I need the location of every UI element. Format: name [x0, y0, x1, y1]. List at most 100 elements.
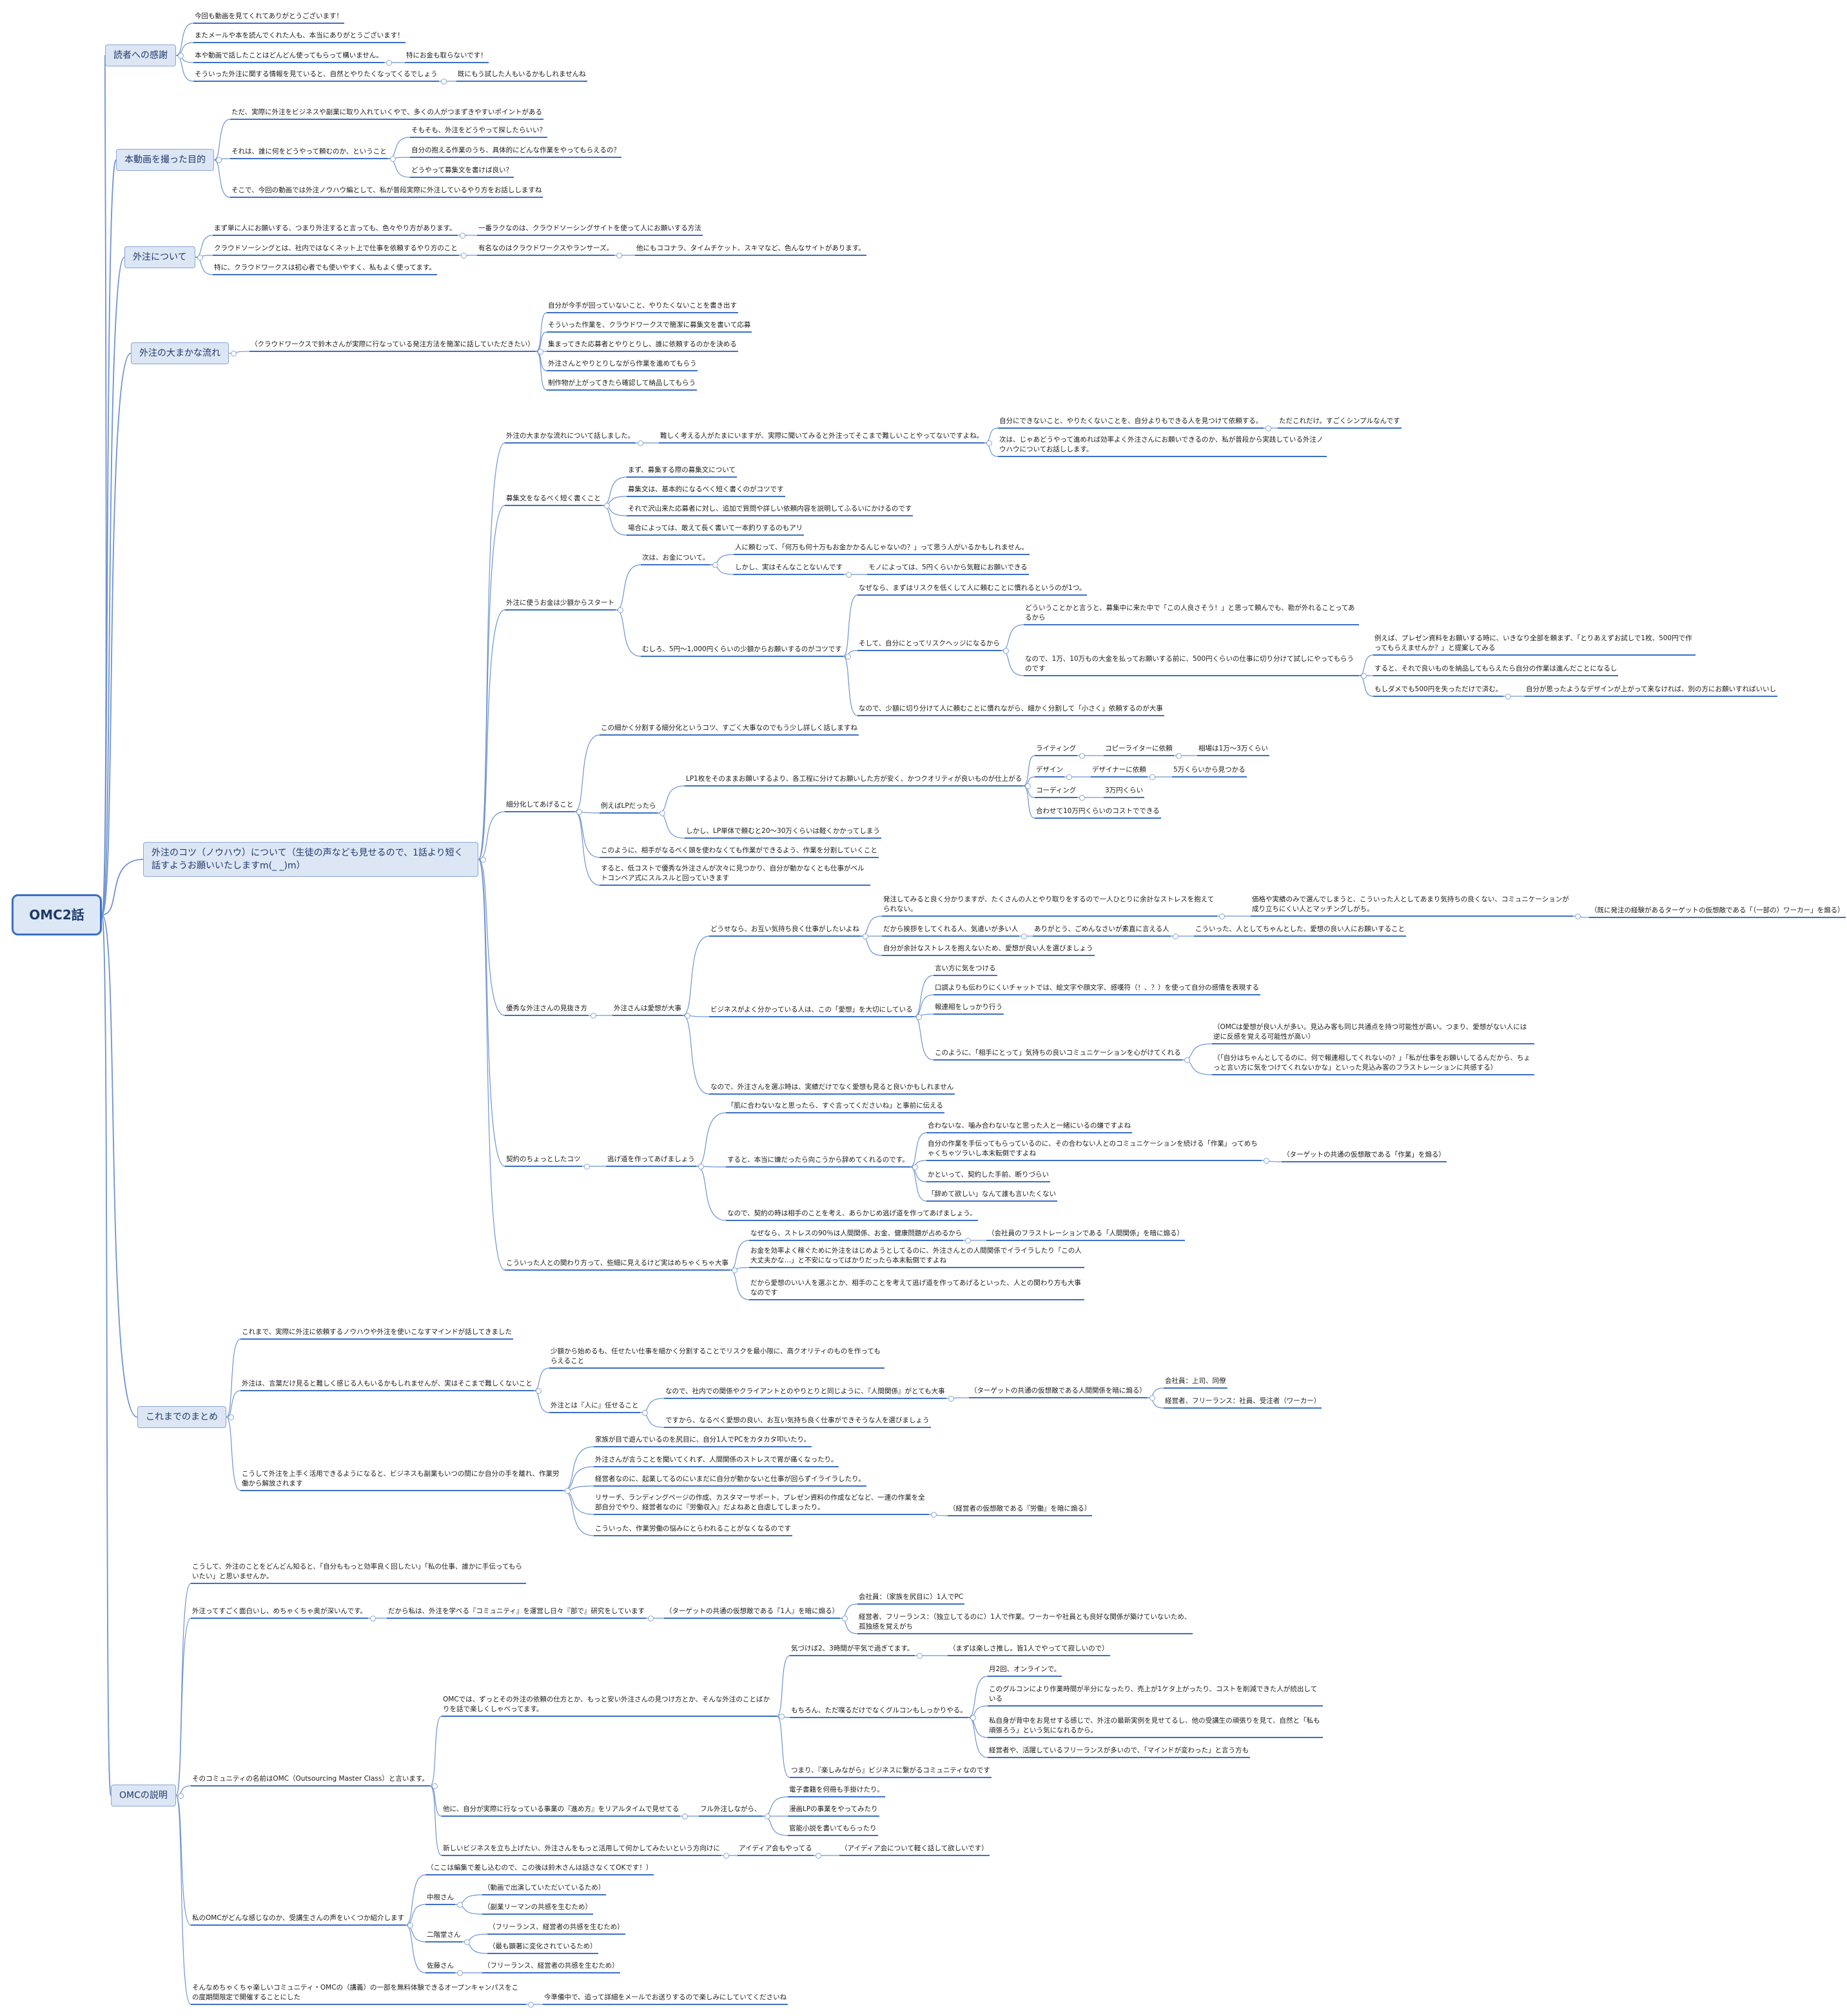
subtopic-node[interactable]: 二階堂さん	[425, 1930, 462, 1943]
topic-node[interactable]: 外注について	[124, 246, 195, 268]
subtopic-node[interactable]: ありがとう、ごめんなさいが素直に言える人	[1033, 925, 1171, 937]
subtopic-node[interactable]: このグルコンにより作業時間が半分になったり、売上が1ケタ上がったり、コストを削減…	[988, 1685, 1323, 1707]
subtopic-node[interactable]: 他に、自分が実際に行なっている事業の『進め方』をリアルタイムで見せてる	[442, 1805, 681, 1817]
subtopic-node[interactable]: こういった人との関わり方って、些細に見えるけど実はめちゃくちゃ大事	[505, 1258, 730, 1271]
collapse-toggle-icon[interactable]	[986, 440, 992, 446]
collapse-toggle-icon[interactable]	[464, 1939, 470, 1945]
subtopic-node[interactable]: 契約のちょっとしたコツ	[505, 1155, 582, 1167]
subtopic-node[interactable]: （OMCは愛想が良い人が多い。見込み客も同じ共通点を持つ可能性が高い。つまり、愛…	[1212, 1023, 1534, 1044]
subtopic-node[interactable]: 気づけば2、3時間が平気で過ぎてます。	[790, 1644, 915, 1656]
collapse-toggle-icon[interactable]	[457, 1902, 463, 1908]
subtopic-node[interactable]: どうせなら、お互い気持ち良く仕事がしたいよね	[709, 925, 861, 937]
collapse-toggle-icon[interactable]	[1173, 934, 1178, 939]
collapse-toggle-icon[interactable]	[931, 1512, 937, 1518]
topic-node[interactable]: OMCの説明	[111, 1785, 176, 1806]
subtopic-node[interactable]: なので、外注さんを選ぶ時は、実績だけでなく愛想も見ると良いかもしれません	[709, 1082, 955, 1095]
collapse-toggle-icon[interactable]	[576, 809, 582, 815]
subtopic-node[interactable]: 募集文をなるべく短く書くこと	[505, 494, 602, 506]
collapse-toggle-icon[interactable]	[390, 156, 396, 162]
collapse-toggle-icon[interactable]	[407, 1923, 413, 1928]
collapse-toggle-icon[interactable]	[916, 1014, 922, 1020]
subtopic-node[interactable]: 自分が思ったようなデザインが上がって来なければ、別の方にお願いすればいいし	[1525, 685, 1777, 697]
collapse-toggle-icon[interactable]	[1505, 694, 1511, 700]
subtopic-node[interactable]: 難しく考える人がたまにいますが、実際に聞いてみると外注ってそこまで難しいことやっ…	[659, 431, 985, 444]
collapse-toggle-icon[interactable]	[480, 857, 486, 863]
collapse-toggle-icon[interactable]	[1264, 1158, 1269, 1164]
subtopic-node[interactable]: 制作物が上がってきたら確認して納品してもらう	[547, 378, 698, 391]
subtopic-node[interactable]: むしろ、5円〜1,000円くらいの少額からお願いするのがコツです	[641, 645, 843, 657]
subtopic-node[interactable]: ビジネスがよく分かっている人は、この「愛想」を大切にしている	[709, 1005, 914, 1017]
collapse-toggle-icon[interactable]	[1066, 774, 1072, 780]
subtopic-node[interactable]: もしダメでも500円を失っただけで済む。	[1373, 685, 1504, 697]
subtopic-node[interactable]: 次は、じゃあどうやって進めれば効率よく外注さんにお願いできるのか、私が普段から実…	[998, 435, 1327, 457]
subtopic-node[interactable]: しかし、実はそんなことないんです	[734, 563, 845, 575]
collapse-toggle-icon[interactable]	[638, 440, 643, 446]
subtopic-node[interactable]: 自分が今手が回っていないこと、やりたくないことを書き出す	[547, 301, 739, 313]
collapse-toggle-icon[interactable]	[460, 233, 465, 239]
subtopic-node[interactable]: しかし、LP単体で頼むと20〜30万くらいは軽くかかってしまう	[685, 827, 881, 839]
subtopic-node[interactable]: そこで、今回の動画では外注ノウハウ編として、私が普段実際に外注しているやり方をお…	[230, 186, 543, 198]
subtopic-node[interactable]: どういうことかと言うと、募集中に来た中で「この人良さそう！」と思って頼んでも、勘…	[1024, 603, 1359, 625]
subtopic-node[interactable]: （最も顕著に変化されているため）	[487, 1942, 598, 1954]
subtopic-node[interactable]: リサーチ、ランディングページの作成、カスタマーサポート、プレゼン資料の作成などな…	[594, 1493, 929, 1515]
collapse-toggle-icon[interactable]	[642, 1410, 648, 1416]
subtopic-node[interactable]: ライティング	[1035, 744, 1078, 756]
collapse-toggle-icon[interactable]	[178, 1793, 184, 1799]
collapse-toggle-icon[interactable]	[712, 562, 718, 568]
topic-node[interactable]: 本動画を撮った目的	[116, 149, 214, 171]
subtopic-node[interactable]: 特に、クラウドワークスは初心者でも使いやすく、私もよく使ってます。	[213, 263, 437, 275]
collapse-toggle-icon[interactable]	[1079, 753, 1085, 759]
subtopic-node[interactable]: （動画で出演していただいているため）	[482, 1883, 607, 1895]
subtopic-node[interactable]: 会社員：上司、同僚	[1164, 1376, 1227, 1389]
subtopic-node[interactable]: コピーライターに依頼	[1104, 744, 1174, 756]
topic-node[interactable]: 読者への感謝	[105, 44, 176, 66]
collapse-toggle-icon[interactable]	[618, 607, 623, 613]
collapse-toggle-icon[interactable]	[216, 157, 222, 163]
topic-node[interactable]: これまでのまとめ	[137, 1406, 226, 1428]
subtopic-node[interactable]: 外注とは『人に』任せること	[549, 1401, 640, 1413]
collapse-toggle-icon[interactable]	[917, 1653, 923, 1659]
subtopic-node[interactable]: 逃げ道を作ってあげましょう	[606, 1155, 696, 1167]
collapse-toggle-icon[interactable]	[660, 810, 665, 816]
subtopic-node[interactable]: なので、少額に切り分けて人に頼むことに慣れながら、細かく分割して「小さく」依頼す…	[857, 704, 1164, 716]
subtopic-node[interactable]: つまり、『楽しみながら』ビジネスに繋がるコミュニティなのです	[790, 1766, 992, 1778]
subtopic-node[interactable]: すると、低コストで優秀な外注さんが次々に見つかり、自分が動かなくとも仕事がベルト…	[600, 864, 870, 886]
subtopic-node[interactable]: そもそも、外注をどうやって探したらいい？	[410, 126, 547, 138]
subtopic-node[interactable]: 新しいビジネスを立ち上げたい、外注さんをもっと活用して何かしてみたいという方向け…	[442, 1844, 721, 1856]
collapse-toggle-icon[interactable]	[1266, 426, 1271, 431]
subtopic-node[interactable]: 自分にできないこと、やりたくないことを、自分よりもできる人を見つけて依頼する。	[998, 416, 1264, 429]
collapse-toggle-icon[interactable]	[386, 60, 392, 66]
collapse-toggle-icon[interactable]	[1575, 914, 1581, 919]
subtopic-node[interactable]: （会社員のフラストレーションである「人間関係」を暗に煽る）	[986, 1229, 1185, 1241]
subtopic-node[interactable]: 本や動画で話したことはどんどん使ってもらって構いません。	[193, 51, 384, 63]
subtopic-node[interactable]: なぜなら、ストレスの90％は人間関係、お金、健康問題が占めるから	[749, 1229, 964, 1241]
subtopic-node[interactable]: 5万くらいから見つかる	[1172, 765, 1247, 778]
collapse-toggle-icon[interactable]	[565, 1488, 571, 1494]
subtopic-node[interactable]: 有名なのはクラウドワークスやランサーズ。	[477, 244, 615, 256]
subtopic-node[interactable]: すると、本当に嫌だったら向こうから辞めてくれるのです。	[726, 1155, 910, 1168]
collapse-toggle-icon[interactable]	[732, 1267, 738, 1273]
subtopic-node[interactable]: もちろん、ただ喋るだけでなくグルコンもしっかりやる。	[790, 1706, 968, 1718]
subtopic-node[interactable]: 会社員：（家族を尻目に）1人でPC	[857, 1592, 965, 1605]
subtopic-node[interactable]: 月2回、オンラインで。	[988, 1665, 1062, 1677]
collapse-toggle-icon[interactable]	[765, 1814, 770, 1819]
subtopic-node[interactable]: なぜなら、まずはリスクを低くして人に頼むことに慣れるというのが1つ。	[857, 583, 1088, 596]
collapse-toggle-icon[interactable]	[197, 255, 203, 260]
subtopic-node[interactable]: （ここは編集で差し込むので、この後は鈴木さんは話さなくてOKです！）	[425, 1863, 654, 1875]
collapse-toggle-icon[interactable]	[441, 79, 447, 84]
subtopic-node[interactable]: 外注ってすごく面白いし、めちゃくちゃ奥が深いんです。	[191, 1607, 368, 1619]
subtopic-node[interactable]: クラウドソーシングとは、社内ではなくネット上で仕事を依頼するやり方のこと	[213, 244, 459, 256]
subtopic-node[interactable]: こういった、作業労働の悩みにとらわれることがなくなるのです	[594, 1524, 792, 1536]
collapse-toggle-icon[interactable]	[536, 1388, 542, 1394]
subtopic-node[interactable]: （ターゲットの共通の仮想敵である人間関係を暗に煽る）	[969, 1386, 1148, 1398]
subtopic-node[interactable]: だから愛想のいい人を選ぶとか、相手のことを考えて逃げ道を作ってあげるといった、人…	[749, 1278, 1084, 1300]
subtopic-node[interactable]: デザイナーに依頼	[1091, 765, 1148, 778]
subtopic-node[interactable]: 官能小説を書いてもらったり	[788, 1824, 878, 1836]
subtopic-node[interactable]: ですから、なるべく愛想の良い、お互い気持ち良く仕事ができそうな人を選びましょう	[664, 1416, 931, 1428]
subtopic-node[interactable]: すると、それで良いものを納品してもらえたら自分の作業は進んだことになるし	[1373, 664, 1619, 676]
collapse-toggle-icon[interactable]	[1025, 783, 1031, 789]
collapse-toggle-icon[interactable]	[461, 253, 467, 259]
subtopic-node[interactable]: ただこれだけ。すごくシンプルなんです	[1278, 416, 1402, 429]
collapse-toggle-icon[interactable]	[432, 1783, 438, 1789]
collapse-toggle-icon[interactable]	[1021, 934, 1027, 939]
